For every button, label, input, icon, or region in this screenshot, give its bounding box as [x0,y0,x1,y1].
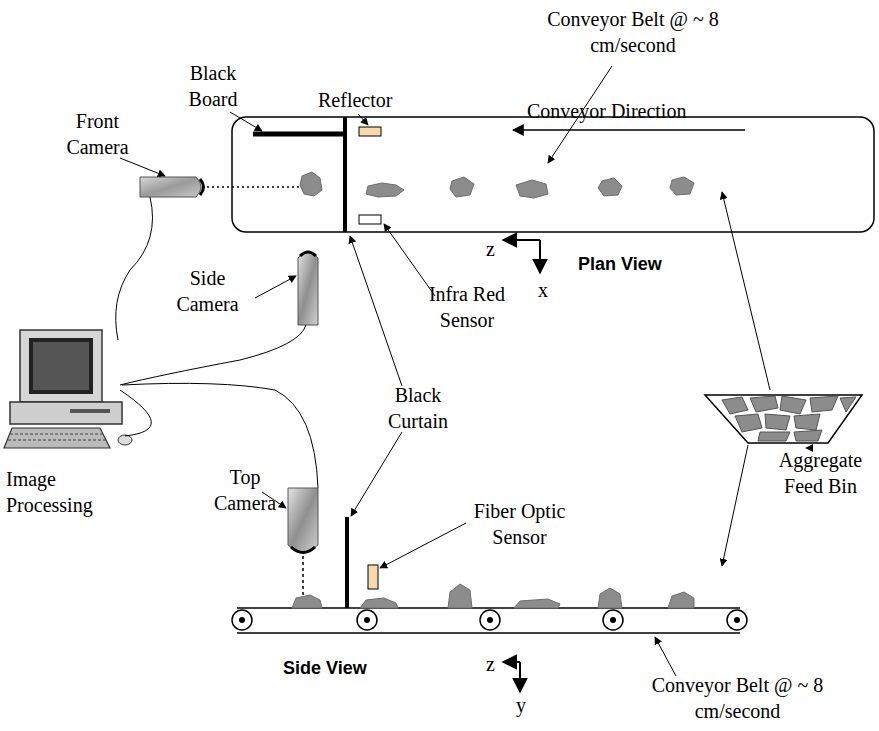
axis-label: x [538,277,548,303]
belt-speed-label: Conveyor Belt @ ~ 8 cm/second [538,6,728,58]
view-title: Plan View [578,251,662,277]
part-label: Reflector [318,87,392,113]
part-label: Fiber Optic Sensor [462,498,577,550]
part-label: Black Board [178,60,248,112]
view-title: Side View [283,655,367,681]
part-label: Front Camera [60,108,135,160]
axis-label: y [516,692,526,718]
axis-label: z [486,236,495,262]
belt-speed-label: Conveyor Belt @ ~ 8 cm/second [640,672,835,724]
part-label: Top Camera [205,464,285,516]
axis-label: z [486,651,495,677]
direction-label: Conveyor Direction [527,98,686,124]
part-label: Black Curtain [373,382,463,434]
part-label: Aggregate Feed Bin [768,447,873,499]
part-label: Infra Red Sensor [412,281,522,333]
part-label: Image Processing [6,466,121,518]
part-label: Side Camera [160,265,255,317]
